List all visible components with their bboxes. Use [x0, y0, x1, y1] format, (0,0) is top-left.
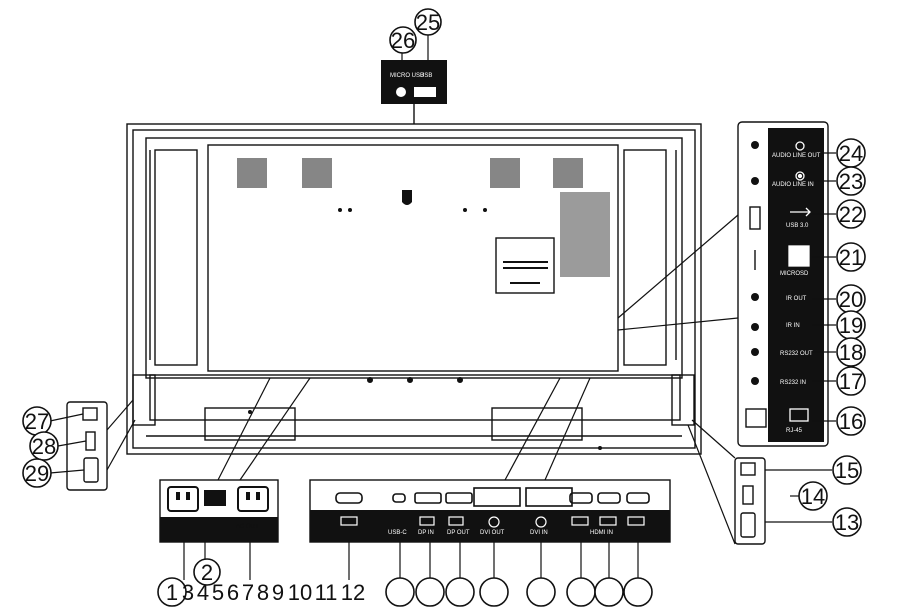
callout-16: 16 [839, 409, 863, 434]
callout-11: 11 [315, 580, 338, 605]
svg-text:AC OUT: AC OUT [236, 524, 259, 530]
callout-14: 14 [801, 484, 825, 509]
svg-text:MICRO USB: MICRO USB [390, 73, 424, 79]
side-port-panel [737, 121, 829, 447]
label-sticker [495, 237, 555, 294]
callout-10: 10 [288, 580, 312, 605]
power-port-detail: AC OUT [159, 377, 311, 580]
brand-logo [402, 190, 412, 205]
callout-3: 3 [182, 580, 194, 605]
label-dp-out: DP OUT [447, 530, 470, 536]
callout-20: 20 [839, 287, 863, 312]
callout-23: 23 [839, 169, 863, 194]
callout-1: 1 [166, 580, 178, 605]
callout-27: 27 [25, 409, 49, 434]
right-side-detail [687, 419, 832, 545]
label-audio-line-out: AUDIO LINE OUT [772, 153, 821, 159]
callout-13: 13 [835, 510, 859, 535]
screws [248, 208, 602, 450]
callout-28: 28 [32, 434, 56, 459]
label-dvi-out: DVI OUT [480, 530, 505, 536]
callout-7: 7 [242, 580, 254, 605]
vent-grilles [237, 158, 610, 277]
label-rs232-in: RS232 IN [780, 380, 806, 386]
label-audio-line-in: AUDIO LINE IN [772, 182, 814, 188]
label-microsd: MICROSD [780, 271, 809, 277]
callout-12: 12 [341, 580, 365, 605]
callout-circles [22, 8, 866, 607]
svg-text:USB: USB [420, 73, 432, 79]
callout-18: 18 [839, 340, 863, 365]
callout-22: 22 [839, 202, 863, 227]
monitor-rear [126, 123, 702, 455]
callout-24: 24 [839, 141, 863, 166]
callout-21: 21 [839, 245, 863, 270]
label-rj45: RJ-45 [786, 428, 803, 434]
callout-8: 8 [257, 580, 269, 605]
callout-5: 5 [212, 580, 224, 605]
callout-19: 19 [839, 313, 863, 338]
label-dp-in: DP IN [418, 530, 434, 536]
callout-26: 26 [391, 28, 415, 53]
left-side-detail [49, 399, 136, 491]
label-ir-out: IR OUT [786, 296, 807, 302]
side-leaders [812, 152, 836, 422]
label-hdmi-in: HDMI IN [590, 530, 613, 536]
callout-6: 6 [227, 580, 239, 605]
callout-9: 9 [272, 580, 284, 605]
callout-2: 2 [201, 560, 213, 585]
side-panel-icons [788, 141, 811, 422]
callout-25: 25 [416, 10, 440, 35]
callout-4: 4 [197, 580, 209, 605]
label-usb-c: USB-C [388, 530, 407, 536]
label-dvi-in: DVI IN [530, 530, 548, 536]
bottom-port-detail [309, 377, 671, 580]
label-rs232-out: RS232 OUT [780, 351, 813, 357]
callout-29: 29 [25, 461, 49, 486]
callout-15: 15 [835, 458, 859, 483]
label-usb30: USB 3.0 [786, 223, 809, 229]
callout-17: 17 [839, 369, 863, 394]
label-ir-in: IR IN [786, 323, 800, 329]
